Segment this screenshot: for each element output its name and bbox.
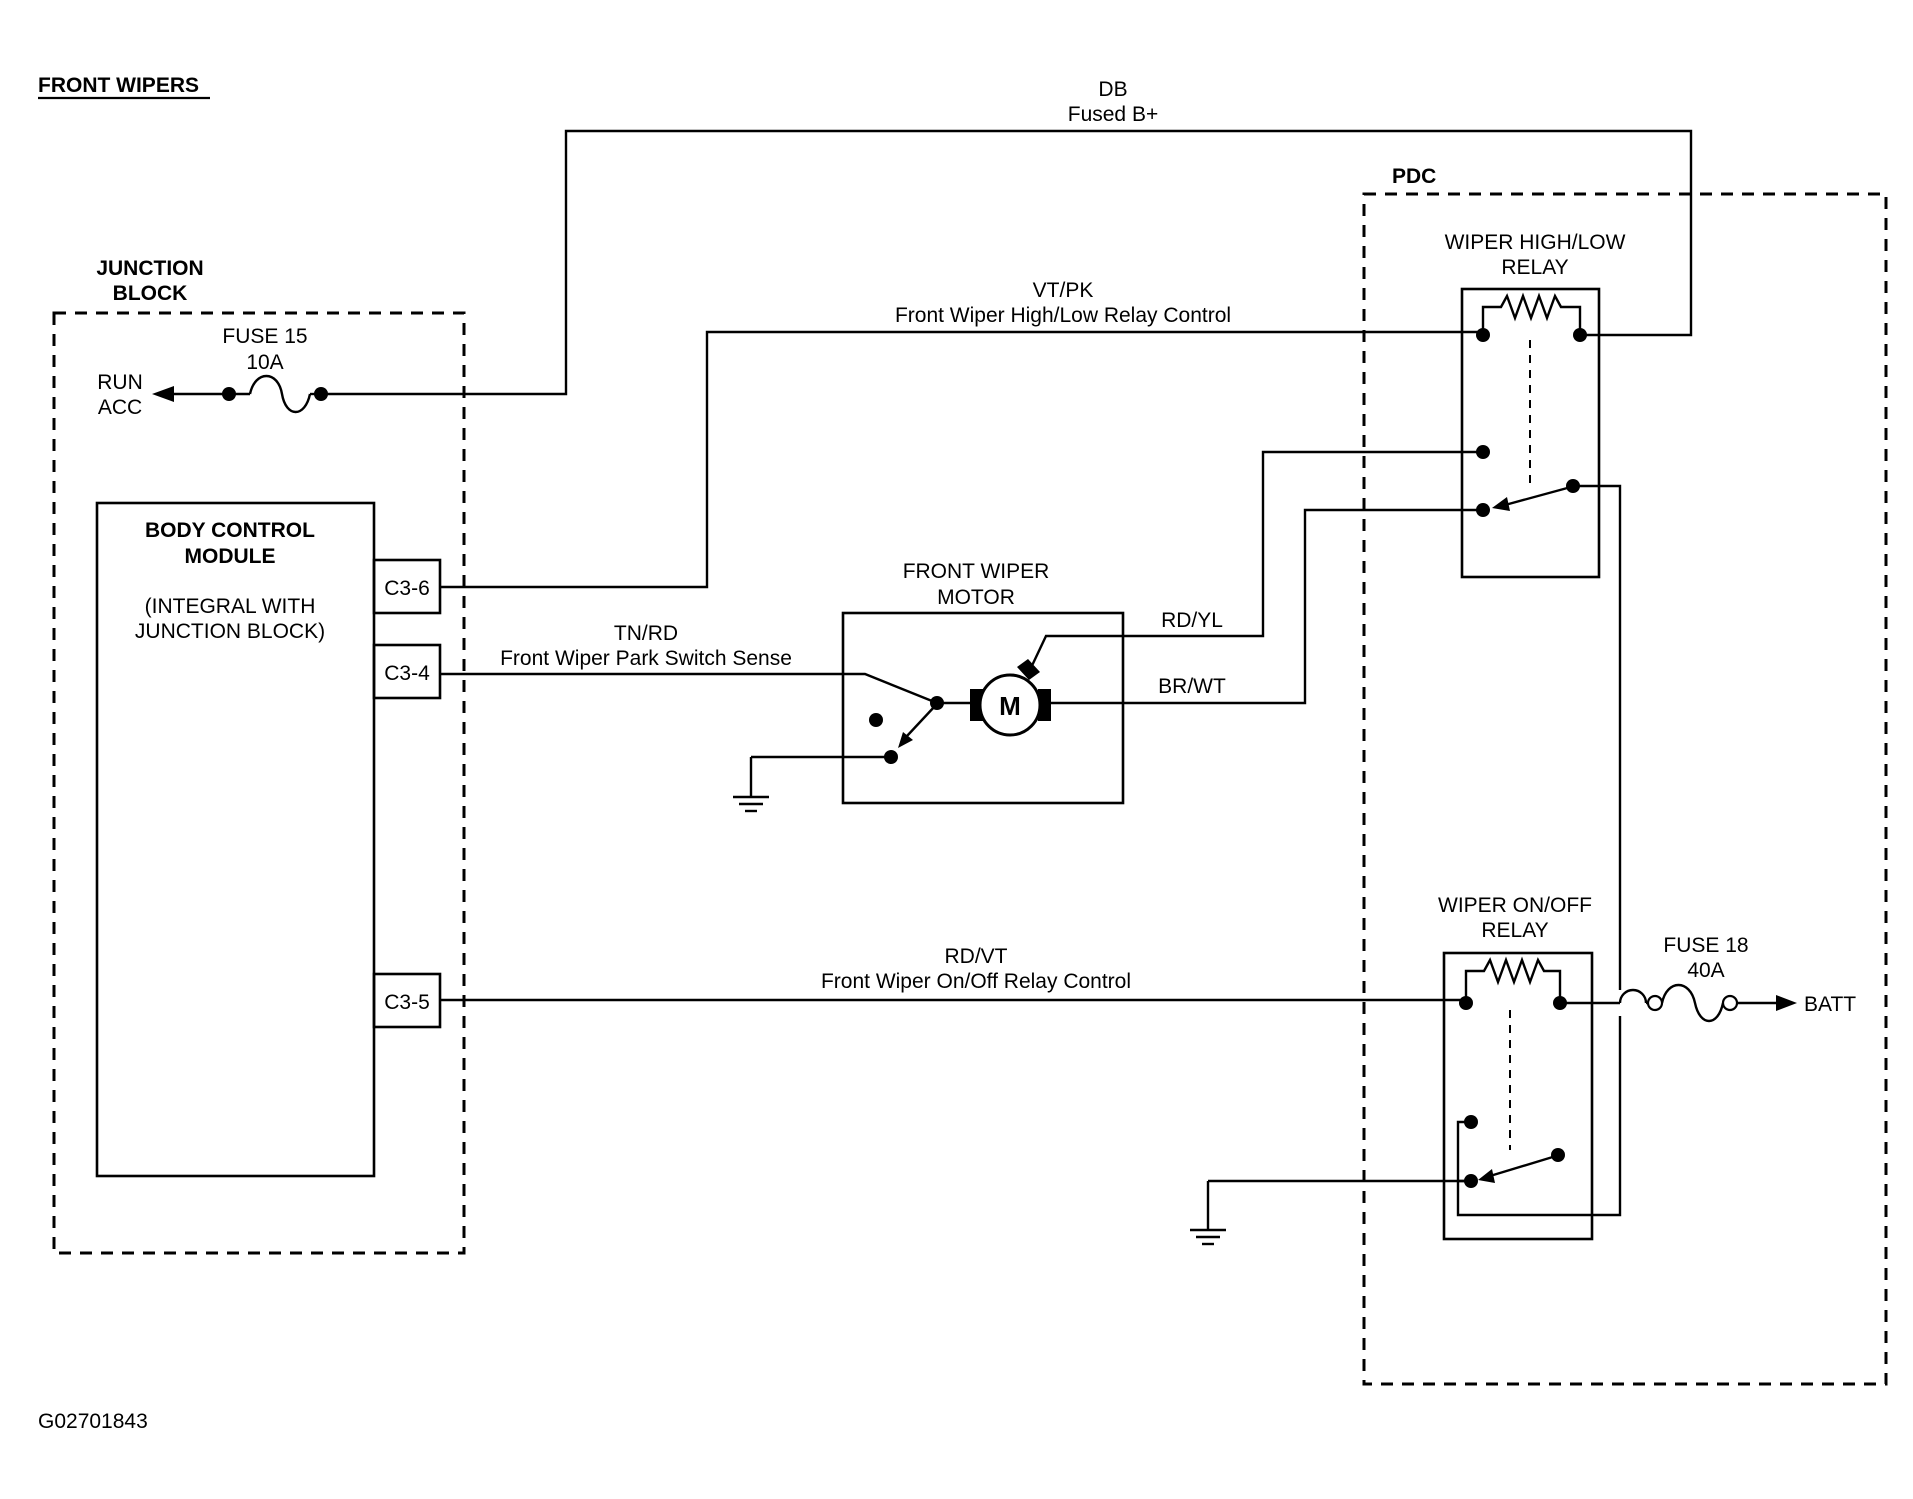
junction-block-label-2: BLOCK xyxy=(113,282,188,305)
bcm-label-1: BODY CONTROL xyxy=(145,519,315,542)
wire-rdvt-color: RD/VT xyxy=(945,945,1008,968)
pdc-outline xyxy=(1362,192,1888,1386)
on-off-relay-box xyxy=(1442,951,1594,1241)
fuse18-symbol xyxy=(1646,984,1797,1022)
connector-c3-4-label: C3-4 xyxy=(384,662,430,685)
high-low-relay-box xyxy=(1460,287,1601,579)
high-low-relay-label-1: WIPER HIGH/LOW xyxy=(1445,231,1626,254)
bcm-note-2: JUNCTION BLOCK) xyxy=(135,620,325,643)
on-off-relay-label-1: WIPER ON/OFF xyxy=(1438,894,1592,917)
high-low-relay-label-2: RELAY xyxy=(1501,256,1568,279)
motor-label-1: FRONT WIPER xyxy=(903,560,1050,583)
fuse15-label: FUSE 15 xyxy=(222,325,307,348)
wire-relay-interconnect-lower xyxy=(1456,1016,1622,1217)
batt-label: BATT xyxy=(1804,993,1856,1016)
fuse18-rating: 40A xyxy=(1687,959,1724,982)
high-low-relay-switch xyxy=(1476,445,1580,517)
wire-db xyxy=(321,129,1693,396)
wiper-motor-symbol: M xyxy=(970,659,1051,737)
wire-db-desc: Fused B+ xyxy=(1068,103,1158,126)
diagram-title: FRONT WIPERS xyxy=(38,74,199,97)
wire-tnrd-color: TN/RD xyxy=(614,622,678,645)
junction-block-label-1: JUNCTION xyxy=(96,257,203,280)
on-off-relay-switch xyxy=(1456,1115,1565,1188)
motor-symbol-label: M xyxy=(999,691,1021,721)
acc-label: ACC xyxy=(98,396,142,419)
on-off-relay-label-2: RELAY xyxy=(1481,919,1548,942)
wire-rdvt-desc: Front Wiper On/Off Relay Control xyxy=(821,970,1131,993)
wire-rdyl-color: RD/YL xyxy=(1161,609,1223,632)
bcm-box xyxy=(95,501,376,1178)
wire-brwt xyxy=(1051,508,1483,705)
fuse15-rating: 10A xyxy=(246,351,283,374)
wire-relay-interconnect xyxy=(1573,484,1622,990)
wire-brwt-color: BR/WT xyxy=(1158,675,1226,698)
connector-c3-4 xyxy=(372,643,442,700)
wire-db-color: DB xyxy=(1098,78,1127,101)
wire-vtpk xyxy=(440,330,1483,589)
wire-crossover xyxy=(1618,988,1648,1004)
wire-vtpk-color: VT/PK xyxy=(1033,279,1094,302)
relay-ground-icon xyxy=(1190,1181,1226,1246)
park-switch xyxy=(869,696,944,764)
connector-c3-6-label: C3-6 xyxy=(384,577,430,600)
connector-c3-5-label: C3-5 xyxy=(384,991,430,1014)
high-low-relay-coil xyxy=(1476,292,1587,485)
run-label: RUN xyxy=(97,371,143,394)
junction-block-outline xyxy=(52,311,466,1255)
figure-id: G02701843 xyxy=(38,1410,148,1433)
fuse18-label: FUSE 18 xyxy=(1663,934,1748,957)
motor-box xyxy=(841,611,1125,805)
pdc-label: PDC xyxy=(1392,165,1436,188)
bcm-note-1: (INTEGRAL WITH xyxy=(145,595,316,618)
wire-tnrd-desc: Front Wiper Park Switch Sense xyxy=(500,647,792,670)
wire-vtpk-desc: Front Wiper High/Low Relay Control xyxy=(895,304,1231,327)
run-acc-arrow xyxy=(152,386,229,402)
motor-ground-icon xyxy=(733,757,769,813)
wire-tnrd xyxy=(440,672,938,705)
motor-label-2: MOTOR xyxy=(937,586,1015,609)
wire-rdyl xyxy=(1027,450,1483,673)
fuse15-symbol xyxy=(222,375,328,413)
bcm-label-2: MODULE xyxy=(185,545,276,568)
